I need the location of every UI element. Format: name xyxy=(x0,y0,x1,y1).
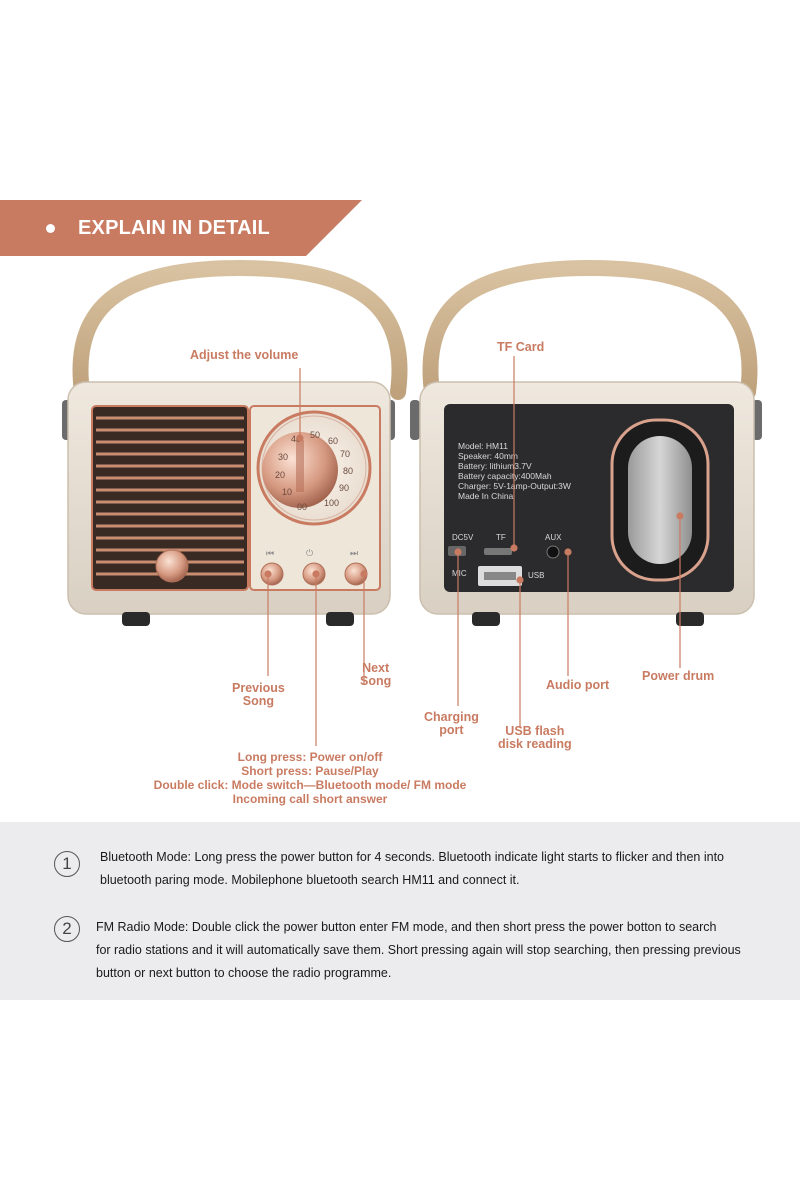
radio-front: 00 10 20 30 40 50 60 70 80 90 100 ⏮ ⏻ ⏭ xyxy=(62,259,408,746)
label-previous-song: Previous Song xyxy=(232,681,285,708)
svg-text:10: 10 xyxy=(282,487,292,497)
instruction-line: Bluetooth Mode: Long press the power but… xyxy=(100,850,724,864)
section-title: EXPLAIN IN DETAIL xyxy=(78,217,270,239)
svg-text:00: 00 xyxy=(297,502,307,512)
power-instruction-line: Long press: Power on/off xyxy=(237,750,383,764)
label-power-drum: Power drum xyxy=(642,669,715,683)
product-illustration: 00 10 20 30 40 50 60 70 80 90 100 ⏮ ⏻ ⏭ xyxy=(62,259,762,746)
power-instruction-line: Double click: Mode switch—Bluetooth mode… xyxy=(153,778,467,792)
svg-text:Battery capacity:400Mah: Battery capacity:400Mah xyxy=(458,471,552,481)
svg-text:30: 30 xyxy=(278,452,288,462)
instruction-fm-radio: FM Radio Mode: Double click the power bu… xyxy=(96,916,741,985)
svg-text:MIC: MIC xyxy=(452,569,467,578)
svg-text:20: 20 xyxy=(275,470,285,480)
instruction-line: FM Radio Mode: Double click the power bu… xyxy=(96,920,717,934)
svg-text:70: 70 xyxy=(340,449,350,459)
svg-text:⏭: ⏭ xyxy=(350,549,358,559)
svg-text:40: 40 xyxy=(291,434,301,444)
label-next-song: Next Song xyxy=(360,661,392,688)
svg-text:⏻: ⏻ xyxy=(306,548,313,559)
instructions-panel xyxy=(0,822,800,1000)
svg-text:AUX: AUX xyxy=(545,533,562,542)
power-instruction-line: Incoming call short answer xyxy=(232,792,388,806)
svg-text:Made In China: Made In China xyxy=(458,491,514,501)
svg-text:Battery: lithium3.7V: Battery: lithium3.7V xyxy=(458,461,532,471)
section-banner xyxy=(0,200,362,256)
label-adjust-volume: Adjust the volume xyxy=(190,348,299,362)
instruction-line: for radio stations and it will automatic… xyxy=(96,943,741,957)
instruction-line: bluetooth paring mode. Mobilephone bluet… xyxy=(100,873,520,887)
step-number-1: 1 xyxy=(54,851,80,877)
svg-text:90: 90 xyxy=(339,483,349,493)
svg-text:50: 50 xyxy=(310,430,320,440)
label-audio-port: Audio port xyxy=(546,678,610,692)
svg-text:80: 80 xyxy=(343,466,353,476)
svg-text:USB: USB xyxy=(528,571,544,580)
instruction-bluetooth: Bluetooth Mode: Long press the power but… xyxy=(100,846,724,892)
label-charging-port: Charging port xyxy=(424,710,479,737)
power-instruction-line: Short press: Pause/Play xyxy=(241,764,379,778)
label-tf-card: TF Card xyxy=(497,340,545,354)
svg-text:60: 60 xyxy=(328,436,338,446)
step-number-2: 2 xyxy=(54,916,80,942)
svg-text:Model: HM11: Model: HM11 xyxy=(458,441,508,451)
svg-text:TF: TF xyxy=(496,533,506,542)
svg-text:⏮: ⏮ xyxy=(266,549,274,559)
bullet-dot xyxy=(46,224,55,233)
power-instructions: Long press: Power on/off Short press: Pa… xyxy=(140,750,480,806)
radio-back: Model: HM11 Speaker: 40mm Battery: lithi… xyxy=(410,259,762,728)
svg-text:Speaker: 40mm: Speaker: 40mm xyxy=(458,451,518,461)
svg-text:100: 100 xyxy=(324,498,339,508)
instruction-line: button or next button to choose the radi… xyxy=(96,966,392,980)
label-usb-reading: USB flash disk reading xyxy=(498,724,572,751)
svg-text:DC5V: DC5V xyxy=(452,533,474,542)
